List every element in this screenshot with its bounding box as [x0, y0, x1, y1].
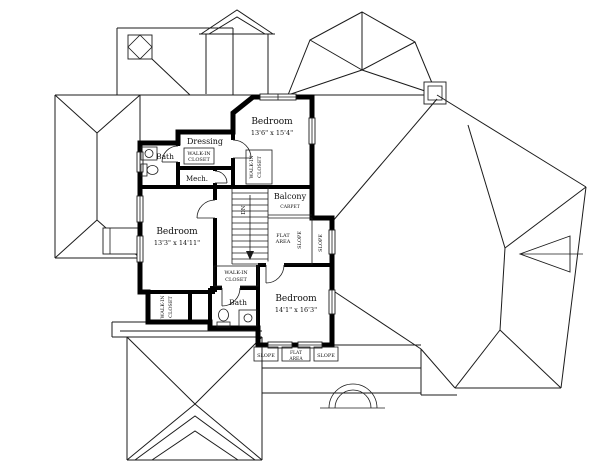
windows — [136, 93, 336, 349]
walkin-closet-hall-line1: WALK-IN — [224, 270, 248, 276]
bedroom-bottom-dims: 14'1" x 16'3" — [275, 306, 317, 314]
roof-top-left-block — [55, 27, 253, 96]
walkin-closet-bottom-line2: CLOSET — [168, 296, 174, 318]
flat-area-center-line1: FLAT — [276, 233, 290, 239]
walkin-closet-dressing-line2: CLOSET — [188, 157, 210, 163]
slope-label-4: SLOPE — [317, 353, 335, 359]
slope-box-left — [253, 346, 279, 362]
walkin-closet-top-line2: CLOSET — [257, 156, 263, 178]
stairs-dn-label: DN — [241, 205, 247, 214]
walkin-closet-top-line1: WALK-IN — [249, 155, 255, 179]
slope-label-1: SLOPE — [297, 231, 303, 249]
bath-lower-label: Bath — [229, 298, 247, 307]
roof-notch — [518, 235, 583, 273]
slope-label-3: SLOPE — [257, 353, 275, 359]
chimney-box — [102, 227, 141, 255]
walkin-closet-bottom-line1: WALK-IN — [160, 295, 166, 319]
exterior-walls — [137, 94, 335, 348]
slope-label-2: SLOPE — [318, 234, 324, 252]
bedroom-left-label: Bedroom — [156, 227, 198, 237]
roof-bottom-left-gable — [111, 321, 263, 461]
bedroom-top-label: Bedroom — [251, 117, 293, 127]
bedroom-top-dims: 13'6" x 15'4" — [251, 129, 293, 137]
flat-area-bottom-line2: AREA — [288, 356, 303, 362]
flat-area-bottom-line1: FLAT — [290, 350, 302, 356]
sink-icon — [243, 313, 253, 323]
arch-window — [320, 383, 385, 409]
roof-right — [331, 94, 587, 389]
balcony-label: Balcony — [274, 192, 307, 201]
labels: Bedroom 13'6" x 15'4" Dressing Bath Mech… — [154, 117, 339, 362]
sink-icon — [144, 149, 154, 158]
slope-box-right — [313, 346, 339, 362]
balcony-finish-label: CARPET — [280, 204, 299, 210]
bedroom-bottom-label: Bedroom — [275, 294, 317, 304]
walkin-closet-hall-line2: CLOSET — [225, 277, 247, 283]
dressing-label: Dressing — [187, 137, 223, 146]
roof-hip-top-right — [287, 11, 438, 96]
stairs-arrow — [246, 251, 254, 260]
skylight-diamond — [127, 34, 153, 60]
bedroom-left-dims: 13'3" x 14'11" — [154, 239, 200, 247]
flat-area-center-line2: AREA — [275, 239, 291, 245]
balcony-railing — [268, 214, 312, 219]
bath-upper-label: Bath — [156, 152, 174, 161]
roof-bottom-band — [262, 344, 457, 396]
toilet-icon — [146, 165, 159, 175]
toilet-icon — [218, 308, 229, 322]
doors — [161, 139, 285, 307]
roof-vent-box — [423, 81, 447, 105]
walkin-closet-dressing-line1: WALK-IN — [187, 151, 211, 157]
mech-label: Mech. — [186, 175, 208, 183]
bath-fixtures — [140, 146, 258, 328]
roof-gable-top — [199, 9, 275, 94]
flat-area-box — [281, 346, 311, 362]
